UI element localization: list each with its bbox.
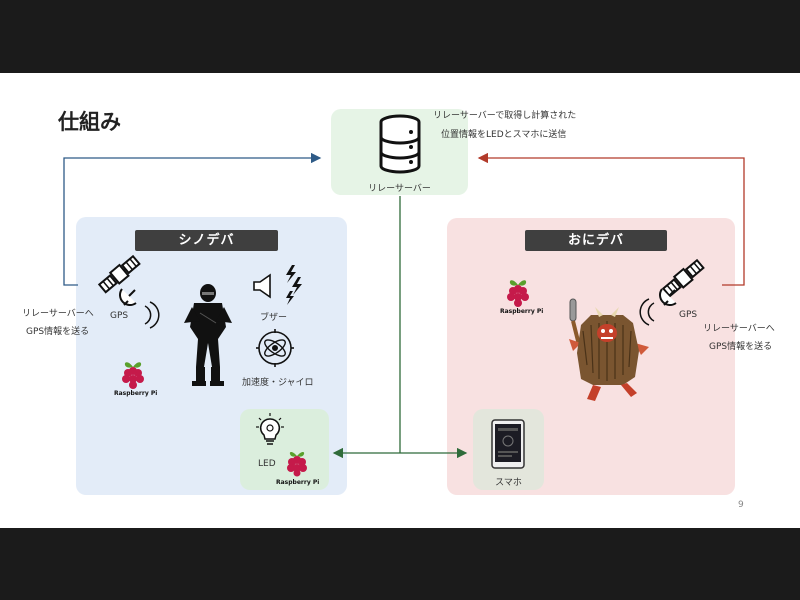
phone-label: スマホ bbox=[495, 478, 522, 488]
left-gps-label: GPS bbox=[110, 311, 129, 321]
led-box bbox=[240, 409, 329, 490]
slide: 仕組み リ bbox=[0, 73, 800, 528]
oni-figure bbox=[569, 298, 649, 401]
gyroscope-icon bbox=[256, 329, 294, 367]
dish-antenna-icon bbox=[119, 288, 137, 306]
shinodeba-title: シノデバ bbox=[135, 230, 278, 251]
lightning-icon bbox=[286, 265, 302, 305]
raspberry-pi-logo bbox=[122, 362, 144, 389]
right-send-line2: GPS情報を送る bbox=[709, 342, 773, 352]
page-number: 9 bbox=[738, 500, 744, 510]
satellite-icon bbox=[97, 254, 141, 294]
speaker-icon bbox=[253, 273, 271, 299]
slide-title: 仕組み bbox=[58, 110, 121, 134]
right-send-line1: リレーサーバーへ bbox=[703, 324, 775, 334]
satellite-icon-right bbox=[661, 258, 705, 298]
raspberry-pi-logo-led bbox=[287, 451, 307, 477]
led-raspberry-label: Raspberry Pi bbox=[276, 479, 320, 486]
signal-waves-icon-right bbox=[639, 298, 655, 326]
raspberry-pi-logo-right bbox=[507, 280, 529, 307]
right-raspberry-label: Raspberry Pi bbox=[500, 308, 544, 315]
left-raspberry-label: Raspberry Pi bbox=[114, 390, 158, 397]
server-note-line2: 位置情報をLEDとスマホに送信 bbox=[441, 130, 567, 140]
signal-waves-icon bbox=[144, 301, 160, 329]
sensor-label: 加速度・ジャイロ bbox=[242, 378, 314, 388]
right-to-server-arrow bbox=[477, 152, 745, 286]
led-label: LED bbox=[258, 459, 276, 469]
right-gps-label: GPS bbox=[679, 310, 698, 320]
left-send-line2: GPS情報を送る bbox=[26, 327, 90, 337]
ninja-figure bbox=[184, 284, 232, 386]
left-to-server-arrow bbox=[63, 152, 322, 286]
onideba-title: おにデバ bbox=[525, 230, 667, 251]
lightbulb-icon bbox=[256, 413, 284, 445]
connector-lines bbox=[63, 152, 745, 459]
server-note-line1: リレーサーバーで取得し計算された bbox=[433, 111, 577, 121]
relay-server-label: リレーサーバー bbox=[368, 184, 431, 194]
dish-antenna-icon-right bbox=[659, 288, 677, 306]
buzzer-label: ブザー bbox=[260, 313, 288, 323]
smartphone-icon bbox=[491, 419, 525, 469]
database-icon bbox=[379, 114, 421, 174]
left-send-line1: リレーサーバーへ bbox=[22, 309, 94, 319]
